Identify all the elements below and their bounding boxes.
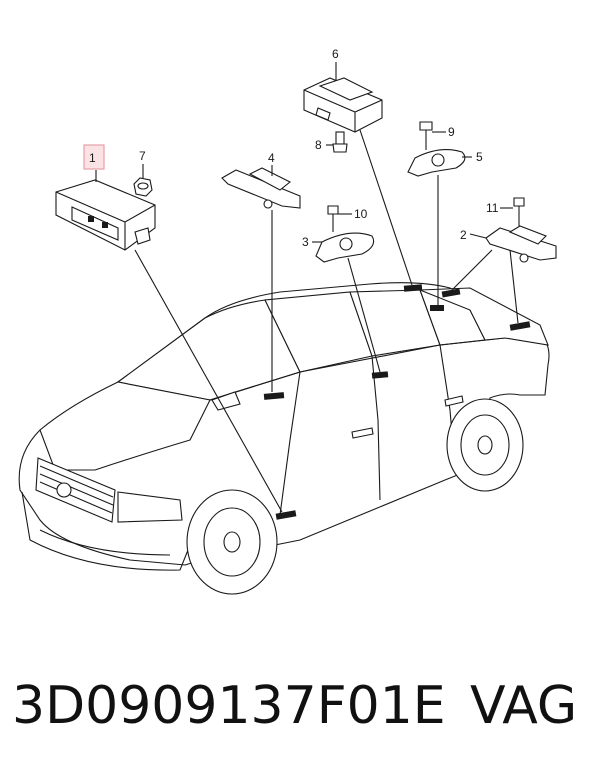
callout-6: 6 <box>332 47 339 61</box>
marker-5 <box>430 305 444 311</box>
callout-10: 10 <box>354 207 368 221</box>
callout-11: 11 <box>486 201 499 215</box>
component-3-bracket <box>312 232 375 263</box>
mounting-markers <box>263 284 531 520</box>
callout-2: 2 <box>460 228 467 242</box>
callout-9: 9 <box>448 125 455 139</box>
marker-2a <box>441 288 461 298</box>
component-9-screw <box>419 121 446 150</box>
marker-6 <box>403 284 423 292</box>
parts-diagram: 1 2 3 4 5 6 7 8 9 10 11 <box>18 47 557 595</box>
component-11-screw <box>500 197 525 226</box>
component-8-bolt <box>326 131 348 153</box>
component-10-screw <box>327 205 352 232</box>
callout-7: 7 <box>139 149 146 163</box>
callout-8: 8 <box>315 138 322 152</box>
component-4-antenna <box>221 165 301 209</box>
component-5-bracket <box>407 149 472 177</box>
brand-label: VAG <box>470 676 578 736</box>
marker-1 <box>275 510 297 520</box>
marker-4 <box>263 392 285 400</box>
marker-3 <box>371 371 389 379</box>
part-number: 3D0909137F01E <box>12 676 446 736</box>
component-1-control-unit <box>55 170 156 251</box>
caption: 3D0909137F01E VAG <box>0 664 600 764</box>
car-illustration <box>18 282 550 595</box>
callout-4: 4 <box>268 151 275 165</box>
callout-labels: 1 2 3 4 5 6 7 8 9 10 11 <box>83 47 499 249</box>
leader-lines <box>134 129 519 513</box>
component-2-antenna <box>469 225 557 263</box>
callout-5: 5 <box>476 150 483 164</box>
callout-1: 1 <box>89 151 96 165</box>
marker-2b <box>509 321 531 331</box>
component-7-nut <box>133 164 153 197</box>
component-6-module <box>303 62 383 133</box>
callout-1-highlight <box>83 144 105 170</box>
callout-3: 3 <box>302 235 309 249</box>
